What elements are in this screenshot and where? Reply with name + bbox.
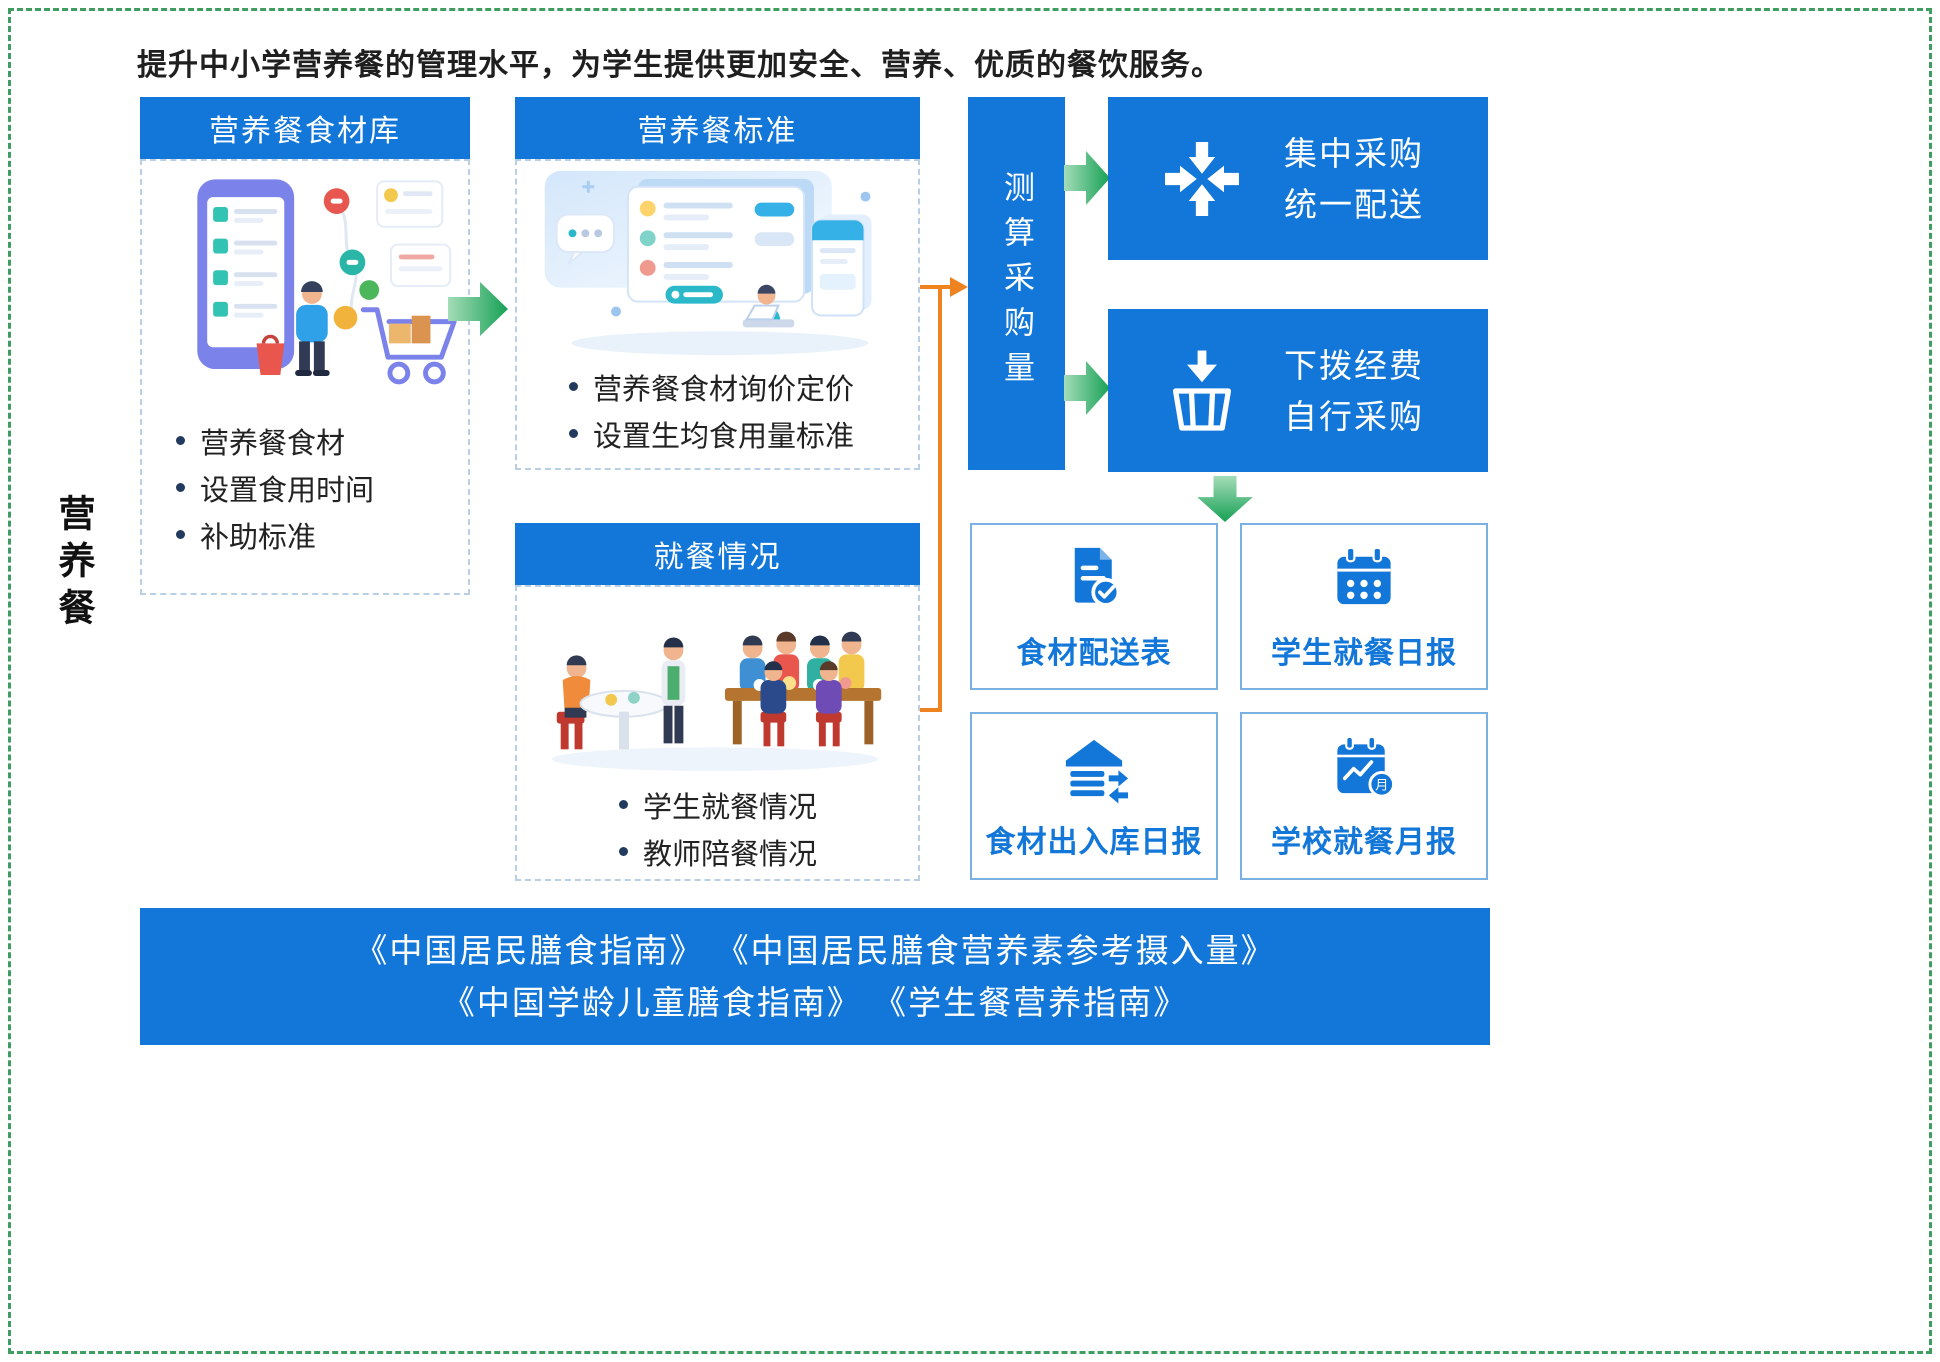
bullet-item: 补助标准 [176,511,374,558]
pricing-screens-illustration [544,170,872,356]
bullet-dot-icon [619,847,628,856]
bullet-text: 教师陪餐情况 [643,838,818,871]
self-purchase-line2: 自行采购 [1284,397,1424,435]
report-box-delivery-table: 食材配送表 [970,523,1218,690]
bullet-item: 营养餐食材 [176,417,374,464]
bullet-item: 设置生均食用量标准 [569,410,854,457]
central-purchase-label: 集中采购 统一配送 [1284,128,1424,230]
bullet-text: 补助标准 [200,521,317,554]
report-label: 食材配送表 [1016,636,1172,670]
bullet-text: 设置生均食用量标准 [593,420,855,453]
report-label: 学校就餐月报 [1271,826,1457,859]
bullet-dot-icon [176,530,185,539]
self-purchase-box: 下拨经费 自行采购 [1108,309,1488,472]
dining-status-bullets: 学生就餐情况 教师陪餐情况 [619,781,817,875]
bullet-dot-icon [569,382,578,391]
guides-line1: 《中国居民膳食指南》 《中国居民膳食营养素参考摄入量》 [354,931,1276,969]
arrow-right-icon [448,282,508,336]
purchase-calc-box: 测算采购量 [968,97,1065,470]
bullet-text: 营养餐食材询价定价 [593,373,855,406]
dining-status-panel: 学生就餐情况 教师陪餐情况 [515,585,920,881]
converge-arrows-icon [1165,141,1239,216]
bullet-item: 设置食用时间 [176,464,374,511]
bullet-dot-icon [176,483,185,492]
ingredient-library-panel: 营养餐食材 设置食用时间 补助标准 [140,159,470,595]
bullet-text: 营养餐食材 [200,427,346,460]
central-purchase-line2: 统一配送 [1284,185,1424,223]
self-purchase-line1: 下拨经费 [1284,346,1424,384]
side-label: 营养餐 [53,494,94,635]
warehouse-transfer-icon [1065,739,1129,804]
document-check-icon [1074,547,1121,607]
basket-download-icon [1172,350,1232,431]
guides-line2: 《中国学龄儿童膳食指南》 《学生餐营养指南》 [441,983,1189,1021]
report-box-school-monthly: 月 学校就餐月报 [1240,712,1488,880]
bullet-dot-icon [176,436,185,445]
meal-standard-header: 营养餐标准 [515,97,920,159]
bullet-text: 设置食用时间 [200,474,375,507]
bullet-text: 学生就餐情况 [643,791,818,824]
report-box-student-daily: 学生就餐日报 [1240,523,1488,690]
report-label: 学生就餐日报 [1271,636,1457,670]
meal-standard-panel: 营养餐食材询价定价 设置生均食用量标准 [515,159,920,470]
meal-standard-bullets: 营养餐食材询价定价 设置生均食用量标准 [569,363,854,457]
arrow-right-icon [1064,151,1110,205]
bullet-dot-icon [619,800,628,809]
phone-shopping-illustration [197,179,457,385]
bullet-item: 营养餐食材询价定价 [569,363,854,410]
reference-guides-banner: 《中国居民膳食指南》 《中国居民膳食营养素参考摄入量》 《中国学龄儿童膳食指南》… [140,908,1490,1045]
self-purchase-label: 下拨经费 自行采购 [1284,340,1424,442]
arrow-down-icon [1197,476,1253,522]
purchase-calc-label: 测算采购量 [999,171,1034,396]
calendar-daily-icon [1337,546,1391,604]
month-char: 月 [1375,777,1388,792]
central-purchase-box: 集中采购 统一配送 [1108,97,1488,260]
bullet-item: 教师陪餐情况 [619,828,817,875]
central-purchase-line1: 集中采购 [1284,134,1424,172]
ingredient-library-header: 营养餐食材库 [140,97,470,159]
bullet-item: 学生就餐情况 [619,781,817,828]
dining-people-illustration [551,631,882,772]
report-label: 食材出入库日报 [985,826,1203,859]
arrow-right-icon [1064,361,1110,415]
bullet-dot-icon [569,429,578,438]
report-box-warehouse-daily: 食材出入库日报 [970,712,1218,880]
calendar-monthly-icon: 月 [1337,735,1396,798]
dining-status-header: 就餐情况 [515,523,920,585]
ingredient-library-bullets: 营养餐食材 设置食用时间 补助标准 [176,417,374,558]
page-title: 提升中小学营养餐的管理水平，为学生提供更加安全、营养、优质的餐饮服务。 [137,49,1222,82]
